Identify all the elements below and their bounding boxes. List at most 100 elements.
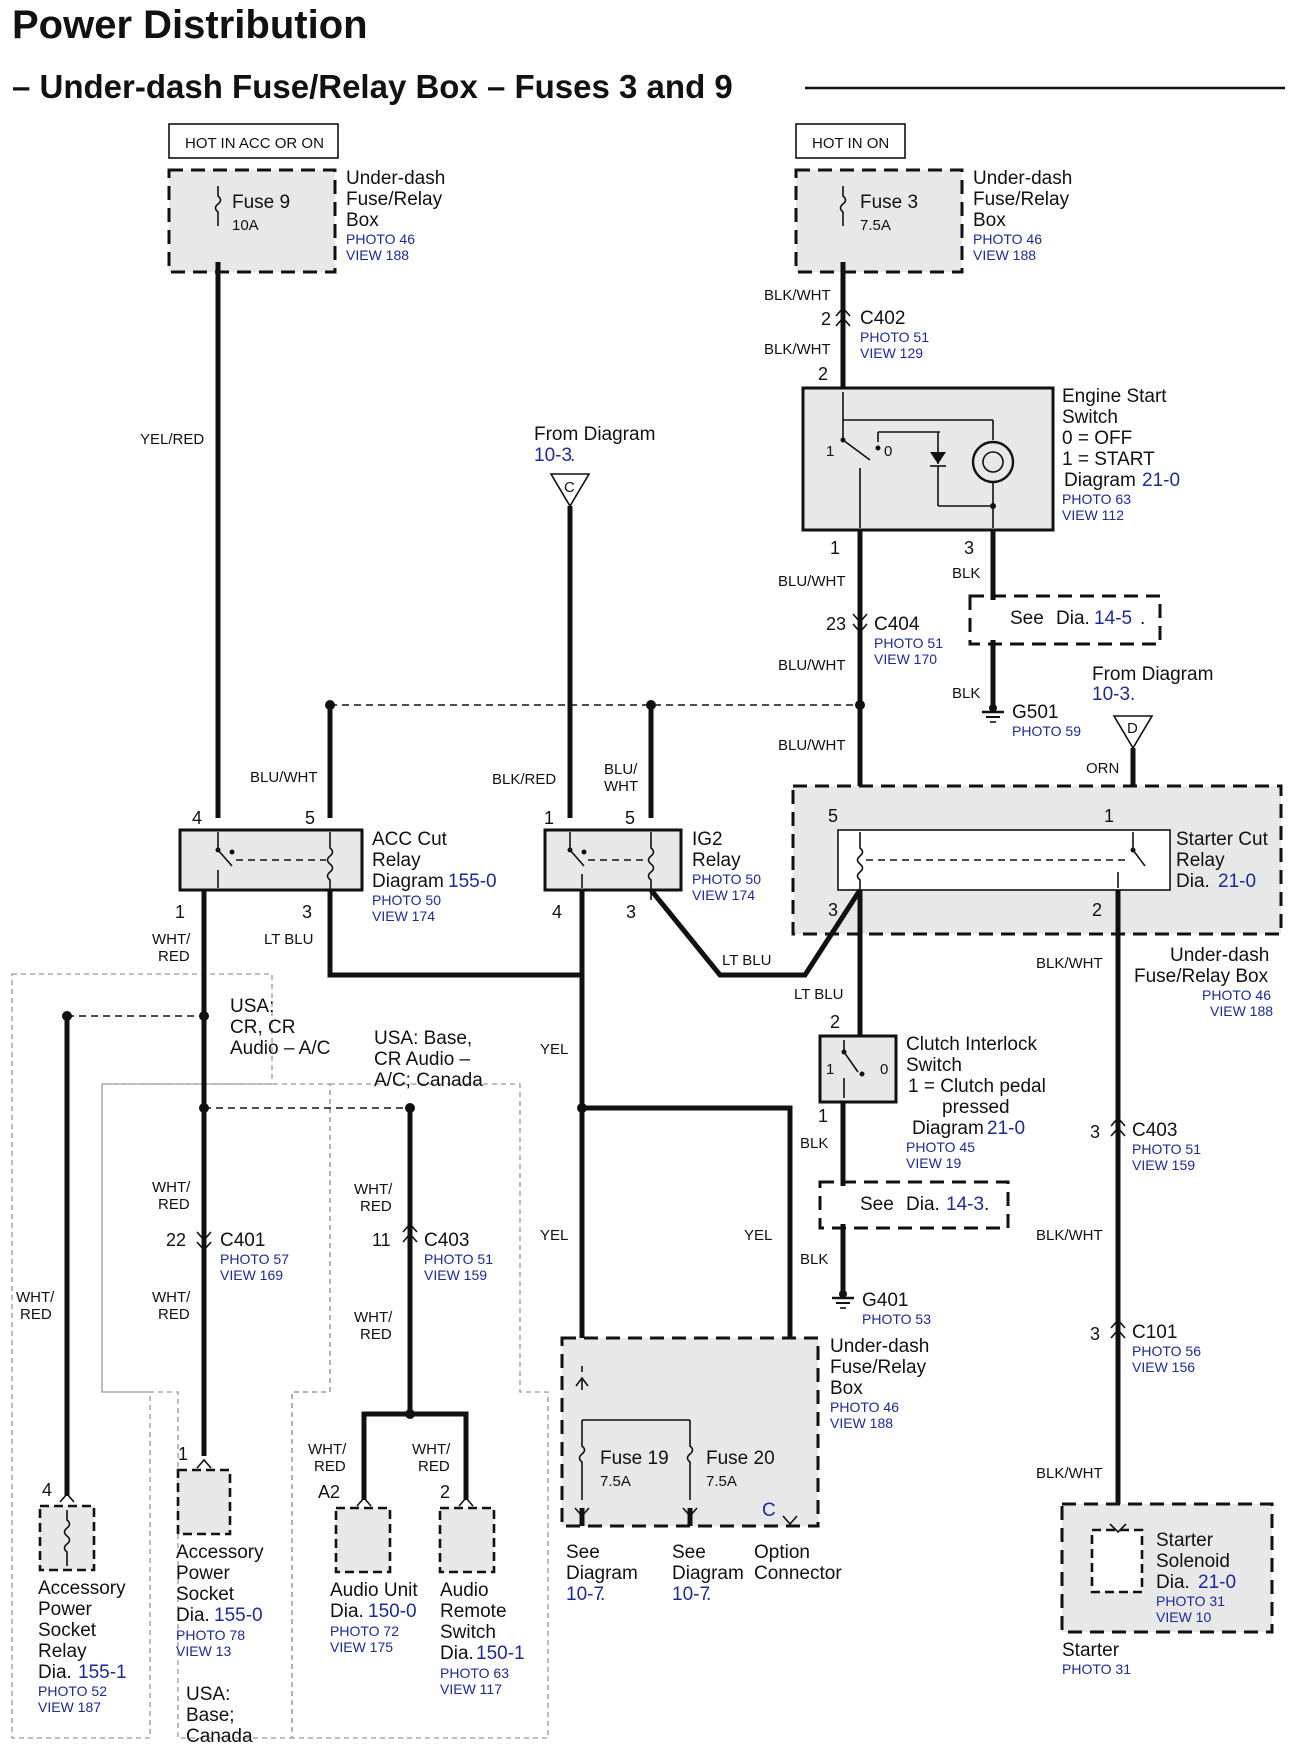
svg-text:HOT IN ACC OR ON: HOT IN ACC OR ON [185, 135, 324, 152]
svg-text:Clutch Interlock: Clutch Interlock [906, 1034, 1037, 1055]
wire-lt-blu-acc-ig2 [327, 890, 585, 978]
svg-text:PHOTO 46: PHOTO 46 [973, 231, 1042, 247]
label-blu-wht-acc: BLU/WHT [250, 769, 318, 786]
svg-text:21-0: 21-0 [987, 1118, 1025, 1139]
svg-text:10-3: 10-3 [534, 445, 572, 466]
svg-text:.: . [600, 1584, 605, 1605]
svg-text:VIEW 159: VIEW 159 [1132, 1157, 1195, 1173]
svg-text:.: . [1140, 608, 1145, 629]
svg-text:C403: C403 [1132, 1120, 1177, 1141]
svg-text:USA: Base,: USA: Base, [374, 1028, 472, 1049]
ground-g401: G401 PHOTO 53 [832, 1290, 931, 1327]
label-wht-red-c2: RED [158, 1306, 190, 1323]
bus-node-trunk [855, 700, 865, 710]
connector-c403-left: 11 C403 PHOTO 51 VIEW 159 [372, 1222, 493, 1283]
svg-text:150-1: 150-1 [476, 1643, 525, 1664]
svg-text:1 = Clutch pedal: 1 = Clutch pedal [908, 1076, 1046, 1097]
label-wht-red-e2: RED [360, 1326, 392, 1343]
svg-text:155-0: 155-0 [448, 871, 497, 892]
label-wht-red-d1: WHT/ [354, 1181, 393, 1198]
label-blk-clutch-2: BLK [800, 1251, 828, 1268]
svg-text:5: 5 [625, 808, 635, 828]
svg-text:Fuse 19: Fuse 19 [600, 1448, 669, 1469]
svg-text:Connector: Connector [754, 1563, 842, 1584]
svg-text:21-0: 21-0 [1218, 871, 1256, 892]
svg-text:VIEW 117: VIEW 117 [440, 1681, 502, 1697]
svg-text:PHOTO 52: PHOTO 52 [38, 1683, 107, 1699]
svg-text:Fuse 3: Fuse 3 [860, 192, 918, 213]
svg-text:D: D [1127, 720, 1138, 737]
relay-coil-icon [326, 832, 334, 900]
svg-text:VIEW 174: VIEW 174 [692, 887, 755, 903]
label-wht-red-f2: RED [314, 1458, 346, 1475]
svg-text:.: . [984, 1194, 989, 1215]
label-blk-wht-2: BLK/WHT [764, 341, 831, 358]
svg-text:Box: Box [830, 1378, 863, 1399]
svg-text:C: C [762, 1500, 776, 1521]
label-yel-red: YEL/RED [140, 431, 204, 448]
svg-text:PHOTO 51: PHOTO 51 [860, 329, 929, 345]
svg-text:3: 3 [302, 902, 312, 922]
svg-text:PHOTO 56: PHOTO 56 [1132, 1343, 1201, 1359]
svg-text:10-3: 10-3 [1092, 684, 1130, 705]
acc-cut-relay: 4 5 1 3 ACC Cut Relay Diagram 155-0 PHOT… [175, 808, 497, 924]
see-dia-14-3: See Dia. 14-3 . [818, 1180, 1010, 1230]
svg-text:Relay: Relay [1176, 850, 1225, 871]
svg-text:1 = START: 1 = START [1062, 449, 1155, 470]
svg-text:VIEW 169: VIEW 169 [220, 1267, 283, 1283]
ess-pin-3: 3 [964, 538, 974, 558]
label-yel-3: YEL [744, 1227, 772, 1244]
svg-text:VIEW 188: VIEW 188 [830, 1415, 893, 1431]
svg-text:5: 5 [828, 806, 838, 826]
ig2-relay: 1 5 4 3 IG2 Relay PHOTO 50 VIEW 174 [543, 808, 761, 922]
svg-text:See: See [566, 1542, 600, 1563]
svg-text:PHOTO 53: PHOTO 53 [862, 1311, 931, 1327]
svg-text:Power: Power [176, 1563, 231, 1584]
fuse-box-fuse-3: Fuse 3 7.5A Under-dash Fuse/Relay Box PH… [794, 168, 1072, 274]
svg-text:3: 3 [626, 902, 636, 922]
option-connector: Option Connector [754, 1542, 842, 1584]
svg-text:VIEW 188: VIEW 188 [1210, 1003, 1273, 1019]
svg-text:Accessory: Accessory [176, 1542, 264, 1563]
svg-text:Under-dash: Under-dash [830, 1336, 929, 1357]
svg-text:10A: 10A [232, 217, 259, 234]
label-wht-red-b2: RED [158, 1196, 190, 1213]
label-wht-red-acc-b: RED [158, 948, 190, 965]
wire-lt-blu-starter [649, 888, 863, 978]
label-blk-2: BLK [952, 685, 980, 702]
svg-text:Relay: Relay [692, 850, 741, 871]
svg-text:1: 1 [826, 1061, 834, 1078]
svg-text:2: 2 [821, 309, 831, 329]
label-yel-2: YEL [540, 1227, 568, 1244]
label-blk-1: BLK [952, 565, 980, 582]
svg-text:2: 2 [818, 364, 828, 384]
svg-text:PHOTO 46: PHOTO 46 [830, 1399, 899, 1415]
see-diagram-10-7-b: See Diagram 10-7 . [672, 1542, 744, 1605]
label-wht-red-g1: WHT/ [412, 1441, 451, 1458]
svg-text:10-7: 10-7 [566, 1584, 604, 1605]
label-blk-wht-s1: BLK/WHT [1036, 955, 1103, 972]
svg-text:Engine Start: Engine Start [1062, 386, 1167, 407]
svg-text:Diagram: Diagram [566, 1563, 638, 1584]
svg-text:Starter Cut: Starter Cut [1176, 829, 1269, 850]
svg-text:11: 11 [372, 1230, 391, 1250]
ess-pin-1: 1 [830, 538, 840, 558]
label-blu-wht-ig2-a: BLU/ [604, 761, 638, 778]
svg-text:VIEW 187: VIEW 187 [38, 1699, 101, 1715]
svg-text:Diagram: Diagram [1064, 470, 1136, 491]
svg-text:Switch: Switch [440, 1622, 496, 1643]
svg-text:1: 1 [544, 808, 554, 828]
svg-text:PHOTO 46: PHOTO 46 [1202, 987, 1271, 1003]
svg-text:Diagram: Diagram [372, 871, 444, 892]
fuse-box-fuse-9: Fuse 9 10A Under-dash Fuse/Relay Box PHO… [167, 168, 445, 274]
svg-text:PHOTO 51: PHOTO 51 [424, 1251, 493, 1267]
svg-text:Canada: Canada [186, 1726, 253, 1747]
label-blk-clutch-1: BLK [800, 1135, 828, 1152]
svg-text:Starter: Starter [1062, 1640, 1120, 1661]
svg-text:21-0: 21-0 [1142, 470, 1180, 491]
svg-text:VIEW 156: VIEW 156 [1132, 1359, 1195, 1375]
accessory-power-socket-relay: 4 Accessory Power Socket Relay Dia. 155-… [38, 1480, 127, 1715]
svg-text:ACC Cut: ACC Cut [372, 829, 448, 850]
svg-text:Dia.: Dia. [1156, 1572, 1190, 1593]
